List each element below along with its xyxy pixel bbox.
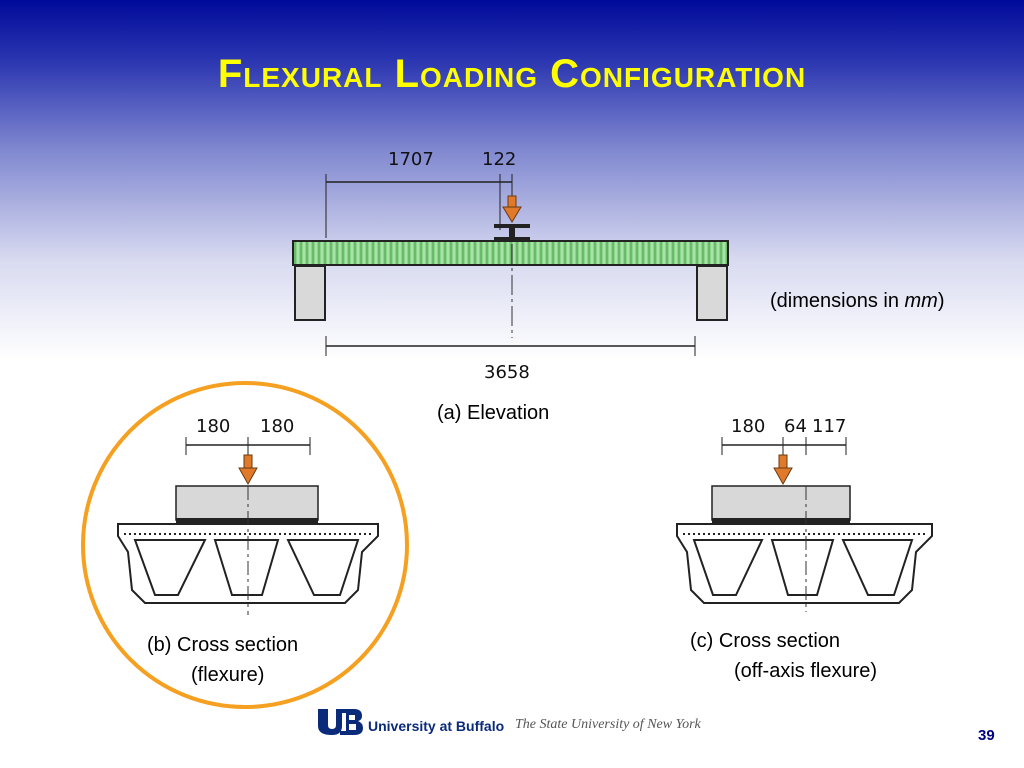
dimensions-note-prefix: (dimensions in <box>770 290 905 312</box>
slide-title: Flexural Loading Configuration <box>217 52 807 96</box>
highlight-circle <box>81 381 409 709</box>
dim-label-c-3: 117 <box>812 416 846 437</box>
load-block <box>175 485 319 521</box>
support-left <box>294 265 326 321</box>
bearing-pad <box>176 518 318 524</box>
dim-label-span: 3658 <box>484 362 530 383</box>
university-subtitle: The State University of New York <box>515 717 701 732</box>
caption-b-line2: (flexure) <box>191 664 265 686</box>
university-name: University at Buffalo <box>368 718 505 734</box>
load-plate <box>494 224 530 241</box>
caption-c-line1: (c) Cross section <box>690 630 841 652</box>
dimensions-note-suffix: ) <box>937 290 945 312</box>
dim-label-c-1: 180 <box>731 416 765 437</box>
caption-c-line2: (off-axis flexure) <box>734 660 878 682</box>
dim-label-1707: 1707 <box>388 149 434 170</box>
bearing-pad <box>712 518 850 524</box>
load-arrow-icon <box>238 454 258 486</box>
support-right <box>696 265 728 321</box>
dim-label-c-2: 64 <box>784 416 807 437</box>
cross-section-b: 180 180 <box>81 381 409 709</box>
dim-label-b-right: 180 <box>260 416 294 437</box>
elevation-diagram: 1707 122 3658 <box>292 149 729 383</box>
ub-logo-icon <box>318 709 363 735</box>
load-arrow-icon <box>773 454 793 486</box>
load-block <box>711 485 851 521</box>
dim-label-122: 122 <box>482 149 516 170</box>
load-arrow-icon <box>502 195 522 223</box>
caption-b-line1: (b) Cross section <box>147 634 299 656</box>
slide-number: 39 <box>978 727 995 744</box>
dimensions-note-unit: mm <box>904 290 938 312</box>
cross-section-c: 180 64 117 <box>676 416 933 612</box>
dim-label-b-left: 180 <box>196 416 230 437</box>
caption-elevation: (a) Elevation <box>437 402 550 424</box>
dimensions-note: (dimensions in mm) <box>770 290 945 313</box>
box-girder-section <box>117 523 379 604</box>
deck-beam <box>292 240 729 266</box>
box-girder-section <box>676 523 933 604</box>
